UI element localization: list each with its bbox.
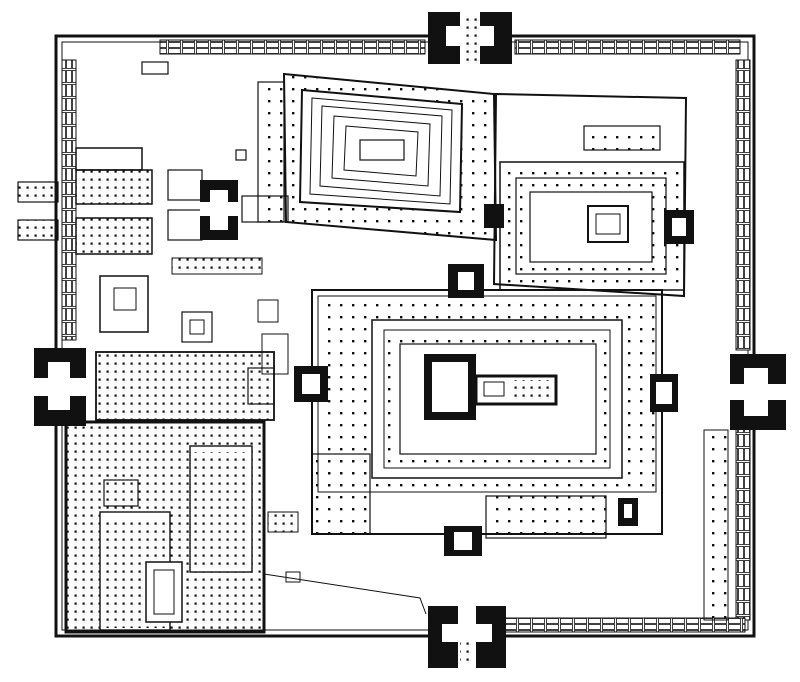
north-east-shrine-complex — [484, 92, 694, 298]
central-courtyard — [294, 264, 678, 556]
temple-tank — [282, 72, 498, 242]
gopuram-east — [730, 354, 786, 430]
central-shrine — [424, 354, 558, 420]
pillared-hall-south-west — [64, 420, 299, 634]
south-enclosure-paths — [263, 429, 729, 621]
outer-enclosure-wall — [54, 34, 756, 638]
north-west-buildings — [17, 61, 289, 343]
gopuram-north — [428, 12, 512, 64]
gopuram-south — [428, 606, 506, 668]
west-pillared-hall — [95, 333, 289, 421]
gopuram-west — [34, 348, 86, 426]
